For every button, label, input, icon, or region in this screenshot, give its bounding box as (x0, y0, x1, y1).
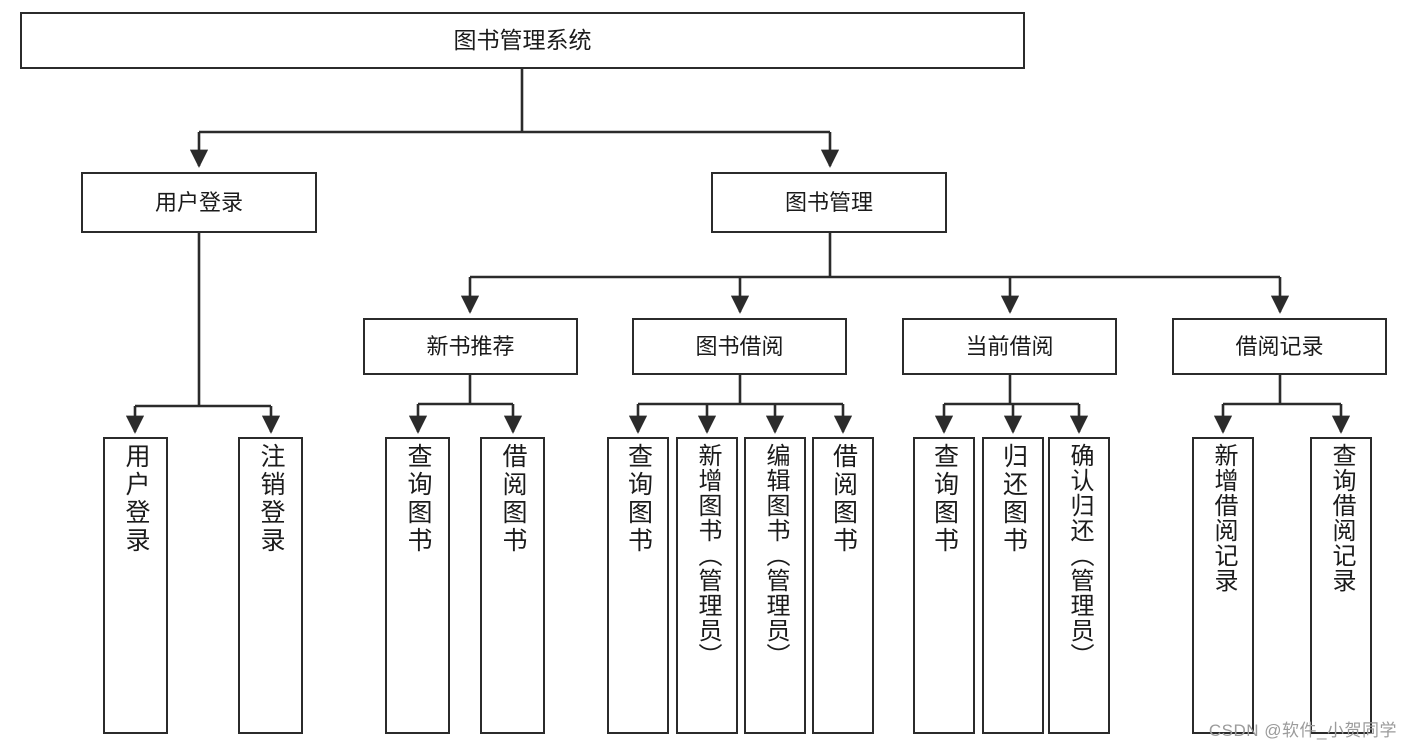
node-book-borrow[interactable]: 图书借阅 (632, 318, 847, 375)
leaf-edit-book-admin-label: 编辑图书（管理员） (762, 443, 789, 668)
leaf-query-borrow-record[interactable]: 查询借阅记录 (1310, 437, 1372, 734)
leaf-query-book-current-label: 查询图书 (930, 443, 959, 555)
leaf-borrow-book-recommend-label: 借阅图书 (499, 443, 527, 555)
leaf-borrow-book-recommend[interactable]: 借阅图书 (480, 437, 545, 734)
leaf-add-book-admin[interactable]: 新增图书（管理员） (676, 437, 738, 734)
leaf-logout-label: 注销登录 (257, 443, 285, 555)
node-current-borrow-label: 当前借阅 (965, 333, 1054, 359)
node-current-borrow[interactable]: 当前借阅 (902, 318, 1117, 375)
leaf-return-book[interactable]: 归还图书 (982, 437, 1044, 734)
node-new-book-recommend-label: 新书推荐 (426, 333, 515, 359)
leaf-return-book-label: 归还图书 (999, 443, 1028, 555)
node-borrow-record-label: 借阅记录 (1235, 333, 1324, 359)
leaf-query-book-borrow-label: 查询图书 (624, 443, 653, 555)
leaf-logout[interactable]: 注销登录 (238, 437, 303, 734)
leaf-confirm-return-admin-label: 确认归还（管理员） (1066, 443, 1093, 668)
leaf-confirm-return-admin[interactable]: 确认归还（管理员） (1048, 437, 1110, 734)
node-new-book-recommend[interactable]: 新书推荐 (363, 318, 578, 375)
csdn-watermark: CSDN @软件_小贺同学 (1208, 721, 1397, 740)
node-user-login[interactable]: 用户登录 (81, 172, 317, 233)
node-user-login-label: 用户登录 (154, 189, 243, 215)
leaf-add-book-admin-label: 新增图书（管理员） (694, 443, 721, 668)
leaf-borrow-book-label: 借阅图书 (829, 443, 858, 555)
leaf-add-borrow-record[interactable]: 新增借阅记录 (1192, 437, 1254, 734)
node-root[interactable]: 图书管理系统 (20, 12, 1025, 69)
leaf-query-book-borrow[interactable]: 查询图书 (607, 437, 669, 734)
leaf-add-borrow-record-label: 新增借阅记录 (1210, 443, 1237, 593)
leaf-user-login-label: 用户登录 (122, 443, 150, 555)
leaf-query-book-recommend-label: 查询图书 (404, 443, 432, 555)
leaf-query-borrow-record-label: 查询借阅记录 (1328, 443, 1355, 593)
leaf-edit-book-admin[interactable]: 编辑图书（管理员） (744, 437, 806, 734)
node-book-borrow-label: 图书借阅 (695, 333, 784, 359)
leaf-query-book-recommend[interactable]: 查询图书 (385, 437, 450, 734)
leaf-borrow-book[interactable]: 借阅图书 (812, 437, 874, 734)
leaf-query-book-current[interactable]: 查询图书 (913, 437, 975, 734)
node-book-management-label: 图书管理 (784, 189, 873, 215)
node-borrow-record[interactable]: 借阅记录 (1172, 318, 1387, 375)
node-book-management[interactable]: 图书管理 (711, 172, 947, 233)
node-root-label: 图书管理系统 (453, 27, 592, 53)
leaf-user-login[interactable]: 用户登录 (103, 437, 168, 734)
